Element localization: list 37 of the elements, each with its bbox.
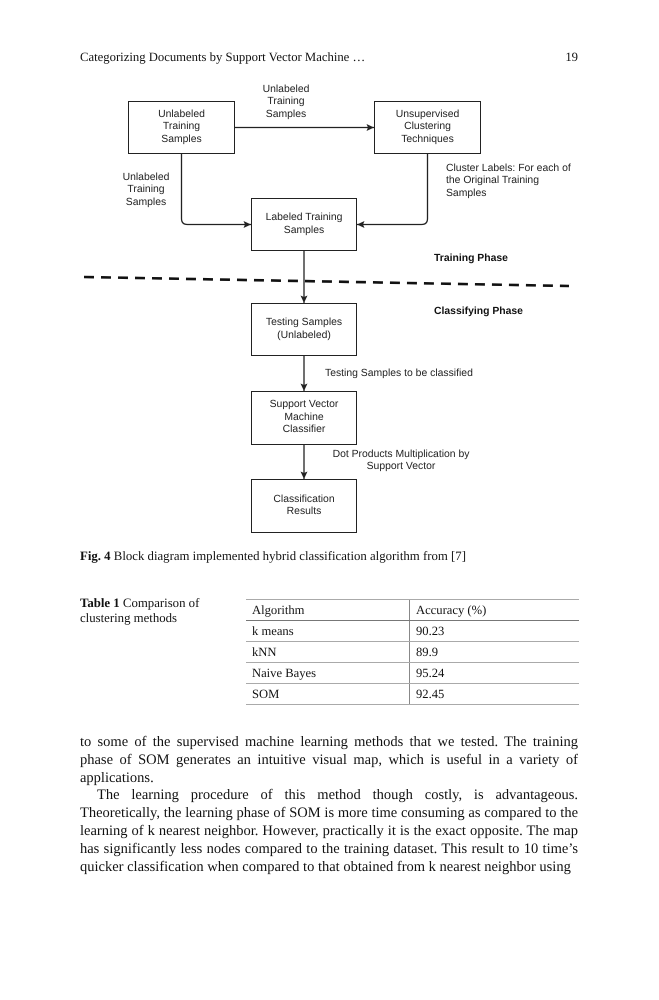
table-cell: 90.23 xyxy=(410,620,579,642)
table-cell: Naive Bayes xyxy=(246,662,410,684)
table-cell: 95.24 xyxy=(410,662,579,684)
box-label: Classification Results xyxy=(272,494,336,518)
process-box xyxy=(251,198,357,251)
arrow xyxy=(300,356,308,391)
process-box xyxy=(128,101,235,154)
box-label: Support Vector Machine Classifier xyxy=(268,399,340,437)
table-cell: kNN xyxy=(246,642,410,662)
table-cell: 92.45 xyxy=(410,684,579,704)
arrow xyxy=(300,251,308,303)
phase-label: Training Phase xyxy=(434,253,508,264)
table-cell: SOM xyxy=(246,684,410,704)
page-number: 19 xyxy=(564,50,578,65)
table-cell: k means xyxy=(246,620,410,642)
box-label: Labeled Training Samples xyxy=(264,212,344,237)
arrow xyxy=(357,154,428,228)
arrow xyxy=(300,445,308,479)
box-label: Unsupervised Clustering Techniques xyxy=(394,108,460,146)
box-label: Unlabeled Training Samples xyxy=(157,108,206,146)
table-cell: 89.9 xyxy=(410,642,579,662)
table-caption: Table 1 Comparison of clustering methods xyxy=(80,596,200,626)
edge-label: Testing Samples to be classified xyxy=(325,368,473,380)
phase-label: Classifying Phase xyxy=(434,306,523,317)
paragraph: The learning procedure of this method though costly, is advantageous. Theoretically, the learning phase of SOM is more time consuming as compared to the learning of k nearest neighbor. However, practically it is the exact opposite. The map has significantly less nodes compared to the training dataset. This result to 10 time’s quicker classification when compared to that obtained from k nearest neighbor using xyxy=(80,787,578,876)
table-header-cell: Algorithm xyxy=(246,600,410,620)
figure-caption: Fig. 4 Block diagram implemented hybrid classification algorithm from [7] xyxy=(80,549,466,564)
paragraph: to some of the supervised machine learning methods that we tested. The training phase of SOM generates an intuitive visual map, which is useful in a variety of applications. xyxy=(80,734,578,788)
box-label: Testing Samples (Unlabeled) xyxy=(264,317,344,342)
arrow xyxy=(235,124,374,131)
table-header-cell: Accuracy (%) xyxy=(410,600,579,620)
arrow xyxy=(180,154,251,228)
process-box xyxy=(374,101,481,154)
process-box xyxy=(251,303,357,356)
process-box xyxy=(251,391,357,445)
running-header: Categorizing Documents by Support Vector Machine … xyxy=(80,50,366,65)
process-box xyxy=(251,479,357,533)
